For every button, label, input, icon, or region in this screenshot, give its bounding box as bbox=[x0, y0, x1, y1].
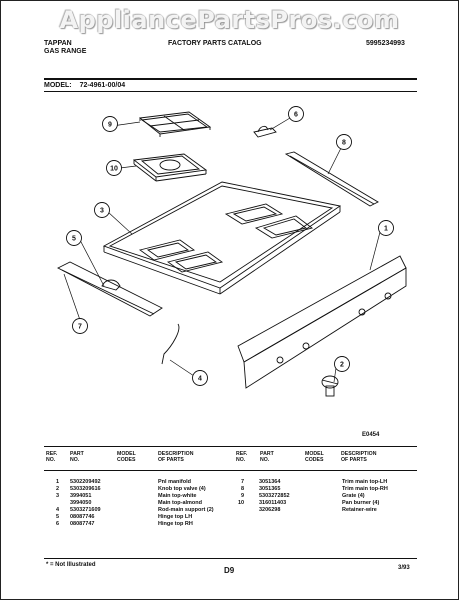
callout-10: 10 bbox=[110, 166, 118, 173]
page-number: D9 bbox=[224, 566, 235, 575]
part-desc: Hinge top RH bbox=[158, 521, 193, 527]
part-desc: Grate (4) bbox=[342, 493, 365, 499]
part-no: 5303209616 bbox=[70, 486, 101, 492]
ref-no: 2 bbox=[56, 486, 60, 492]
watermark: AppliancePartsPros.com bbox=[59, 6, 400, 34]
table-header-rule bbox=[44, 470, 417, 471]
model-rule bbox=[44, 91, 417, 92]
diagram-code: E0454 bbox=[362, 432, 380, 438]
print-date: 3/93 bbox=[398, 565, 410, 571]
burner-pan-drawing bbox=[132, 153, 208, 182]
table-top-rule bbox=[44, 446, 417, 447]
part-no: 5303271609 bbox=[70, 507, 101, 513]
part-no: 3051365 bbox=[259, 486, 281, 492]
product-name: GAS RANGE bbox=[44, 48, 87, 55]
ref-no: 3 bbox=[56, 493, 60, 499]
part-desc: Trim main top-LH bbox=[342, 479, 388, 485]
trim-rh-drawing bbox=[284, 151, 379, 207]
catalog-number: 5995234993 bbox=[366, 40, 405, 47]
part-desc: Knob top valve (4) bbox=[158, 486, 206, 492]
model-label: MODEL: bbox=[44, 82, 72, 89]
header-part-left: PART NO. bbox=[70, 451, 84, 463]
footnote: * = Not Illustrated bbox=[46, 562, 96, 568]
ref-no: 7 bbox=[241, 479, 245, 485]
header-model-left: MODEL CODES bbox=[117, 451, 136, 463]
ref-no: 6 bbox=[56, 521, 60, 527]
model-value: 72-4961-00/04 bbox=[79, 82, 126, 89]
hinge-rh-drawing bbox=[253, 125, 277, 138]
model-line: MODEL: 72-4961-00/04 bbox=[44, 82, 125, 90]
header-ref-left: REF. NO. bbox=[46, 451, 58, 463]
header-rule bbox=[44, 78, 417, 80]
table-bottom-rule bbox=[44, 558, 417, 559]
part-desc: Retainer-wire bbox=[342, 507, 377, 513]
callout-6: 6 bbox=[294, 112, 298, 119]
part-no: 3994050 bbox=[70, 500, 92, 506]
table-row: 1 bbox=[56, 479, 60, 485]
part-desc: Main top-almond bbox=[158, 500, 202, 506]
ref-no: 8 bbox=[241, 486, 245, 492]
header-desc-right: DESCRIPTION OF PARTS bbox=[341, 451, 377, 463]
header-part-right: PART NO. bbox=[260, 451, 274, 463]
header-model-right: MODEL CODES bbox=[305, 451, 324, 463]
part-no: 5303272852 bbox=[259, 493, 290, 499]
header-desc-left: DESCRIPTION OF PARTS bbox=[158, 451, 194, 463]
header-ref-right: REF. NO. bbox=[236, 451, 248, 463]
callout-circles bbox=[66, 106, 394, 386]
part-no: 3206298 bbox=[259, 507, 281, 513]
knob-drawing bbox=[321, 375, 339, 397]
ref-no: 10 bbox=[238, 500, 245, 506]
part-no: 08087747 bbox=[70, 521, 95, 527]
part-no: 08087746 bbox=[70, 514, 95, 520]
callout-1: 1 bbox=[384, 226, 388, 233]
brand-block: TAPPAN GAS RANGE bbox=[44, 40, 86, 56]
brand-name: TAPPAN bbox=[44, 40, 72, 47]
callout-4: 4 bbox=[198, 376, 202, 383]
ref-no: 5 bbox=[56, 514, 60, 520]
catalog-title: FACTORY PARTS CATALOG bbox=[168, 40, 262, 47]
part-no: 3051364 bbox=[259, 479, 281, 485]
part-desc: Trim main top-RH bbox=[342, 486, 388, 492]
callout-7: 7 bbox=[78, 324, 82, 331]
part-desc: Pnl manifold bbox=[158, 479, 191, 485]
ref-no: 9 bbox=[241, 493, 245, 499]
part-no: 3994051 bbox=[70, 493, 92, 499]
part-desc: Pan burner (4) bbox=[342, 500, 380, 506]
part-no: 5302209492 bbox=[70, 479, 101, 485]
trim-lh-drawing bbox=[57, 261, 163, 317]
exploded-parts-diagram: 9 10 3 5 7 6 8 1 2 4 bbox=[57, 106, 407, 397]
part-desc: Rod-main support (2) bbox=[158, 507, 214, 513]
callout-8: 8 bbox=[342, 140, 346, 147]
part-no: 316011403 bbox=[259, 500, 287, 506]
ref-no: 4 bbox=[56, 507, 60, 513]
callout-5: 5 bbox=[72, 236, 76, 243]
main-top-drawing bbox=[102, 181, 342, 295]
leader-lines bbox=[63, 117, 381, 383]
callout-2: 2 bbox=[340, 362, 344, 369]
callout-3: 3 bbox=[100, 208, 104, 215]
support-rod-drawing bbox=[161, 323, 180, 365]
part-desc: Hinge top LH bbox=[158, 514, 193, 520]
part-desc: Main top-white bbox=[158, 493, 197, 499]
manifold-panel-drawing bbox=[237, 255, 407, 389]
grate-drawing bbox=[138, 111, 212, 137]
callout-9: 9 bbox=[108, 122, 112, 129]
